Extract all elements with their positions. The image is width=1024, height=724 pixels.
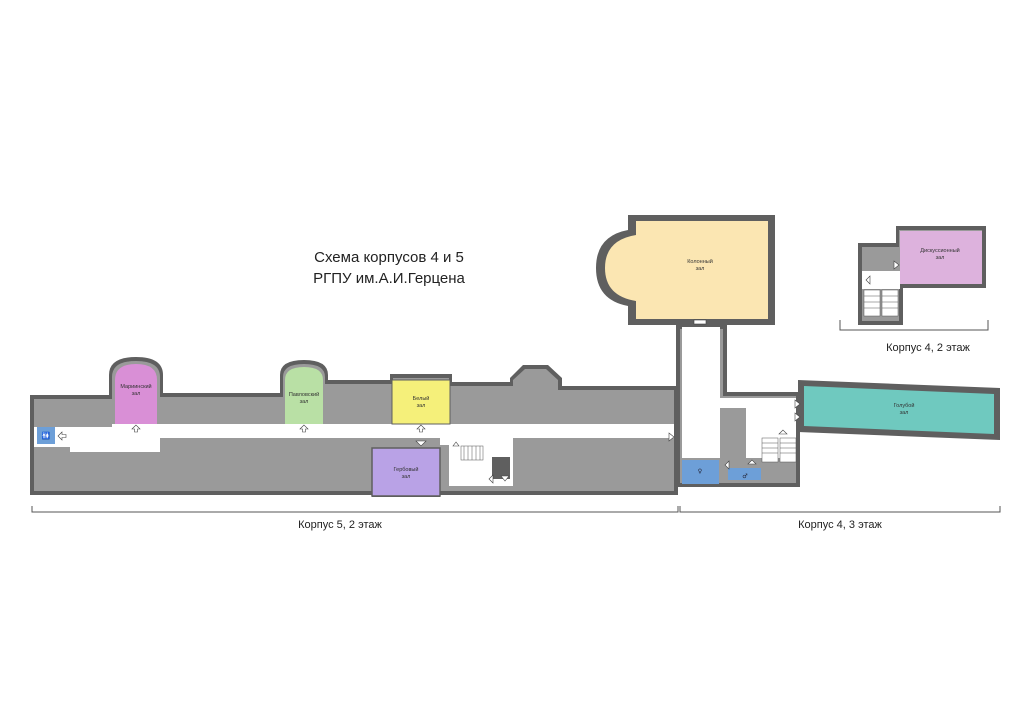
room-mariinsky[interactable]: Мариинский зал bbox=[115, 364, 157, 424]
room-kolonny[interactable]: Колонный зал bbox=[605, 221, 768, 319]
room-gerbovy-fill bbox=[371, 447, 441, 497]
arrow-down-icon bbox=[500, 475, 510, 482]
map-title-line1: Схема корпусов 4 и 5 bbox=[314, 249, 464, 266]
room-diskussionny-sublabel: зал bbox=[936, 255, 945, 261]
arrow-right-icon bbox=[668, 432, 675, 442]
arrow-right-icon bbox=[794, 412, 801, 422]
caption-building-4-floor-3: Корпус 4, 3 этаж bbox=[798, 519, 882, 531]
building-4-floor-3-bracket bbox=[679, 506, 1001, 513]
room-goluboy[interactable]: Голубой зал bbox=[804, 386, 994, 434]
room-kolonny-label: Колонный bbox=[687, 258, 713, 265]
room-pavlovsky-sublabel: зал bbox=[300, 399, 309, 405]
arrow-up-icon bbox=[747, 459, 757, 465]
restroom-small-building-4[interactable] bbox=[728, 468, 761, 480]
building-4-corridor bbox=[682, 327, 796, 458]
building-4-floor-2-bracket bbox=[839, 320, 989, 331]
room-bely-sublabel: зал bbox=[417, 403, 426, 409]
arrow-left-icon bbox=[488, 474, 494, 484]
room-mariinsky-fill bbox=[115, 364, 157, 424]
room-kolonny-sublabel: зал bbox=[696, 266, 705, 272]
building-4-floor-2-hall bbox=[862, 271, 900, 289]
room-goluboy-fill bbox=[804, 386, 994, 434]
room-goluboy-sublabel: зал bbox=[900, 410, 909, 416]
room-pavlovsky-label: Павловский bbox=[289, 391, 319, 398]
building-5-bracket bbox=[31, 506, 679, 513]
door-icon bbox=[693, 319, 707, 325]
arrow-up-icon bbox=[416, 424, 426, 433]
map-title-line2: РГПУ им.А.И.Герцена bbox=[313, 270, 465, 287]
room-bely-label: Белый bbox=[413, 395, 430, 402]
restroom-building-5[interactable] bbox=[37, 427, 55, 444]
arrow-left-icon bbox=[57, 431, 67, 441]
room-mariinsky-label: Мариинский bbox=[120, 383, 151, 390]
room-mariinsky-sublabel: зал bbox=[132, 391, 141, 397]
building-5-floor-2: Мариинский зал Павловский зал Белый зал … bbox=[30, 357, 678, 497]
room-diskussionny-fill bbox=[900, 231, 982, 284]
arrow-left-icon bbox=[865, 275, 871, 285]
restroom-icon: 🚻 bbox=[42, 431, 51, 440]
arrow-left-icon bbox=[724, 460, 730, 470]
restroom-building-4[interactable] bbox=[682, 460, 719, 484]
room-kolonny-fill bbox=[605, 221, 768, 319]
arrow-up-icon bbox=[299, 424, 309, 433]
staircase-building-4 bbox=[761, 437, 797, 463]
room-gerbovy[interactable]: Гербовый зал bbox=[371, 447, 441, 497]
building-4-floor-2: Дискуссионный зал bbox=[858, 226, 986, 325]
room-diskussionny-label: Дискуссионный bbox=[920, 247, 959, 254]
room-bely[interactable]: Белый зал bbox=[391, 379, 451, 425]
building-4-floor-3: Колонный зал ♀ ♂ Голубой зал bbox=[596, 215, 1000, 487]
room-gerbovy-label: Гербовый bbox=[394, 466, 419, 473]
room-bely-fill bbox=[391, 379, 451, 425]
arrow-right-icon bbox=[893, 260, 900, 270]
building-5-corridor bbox=[34, 424, 674, 452]
person-icon: ♂ bbox=[742, 473, 747, 480]
room-gerbovy-sublabel: зал bbox=[402, 474, 411, 480]
arrow-down-icon bbox=[415, 440, 427, 447]
room-diskussionny[interactable]: Дискуссионный зал bbox=[900, 231, 982, 284]
arrow-up-icon bbox=[452, 441, 460, 447]
staircase-building-5 bbox=[460, 445, 510, 479]
staircase-building-4-floor-2 bbox=[863, 289, 899, 317]
arrow-right-icon bbox=[794, 399, 801, 409]
arrow-up-icon bbox=[131, 424, 141, 433]
room-pavlovsky-fill bbox=[285, 367, 323, 424]
room-goluboy-label: Голубой bbox=[894, 402, 915, 409]
room-pavlovsky[interactable]: Павловский зал bbox=[285, 367, 323, 424]
person-icon: ♀ bbox=[698, 468, 702, 475]
caption-building-5: Корпус 5, 2 этаж bbox=[298, 519, 382, 531]
caption-building-4-floor-2: Корпус 4, 2 этаж bbox=[886, 342, 970, 354]
arrow-up-icon bbox=[778, 429, 788, 435]
